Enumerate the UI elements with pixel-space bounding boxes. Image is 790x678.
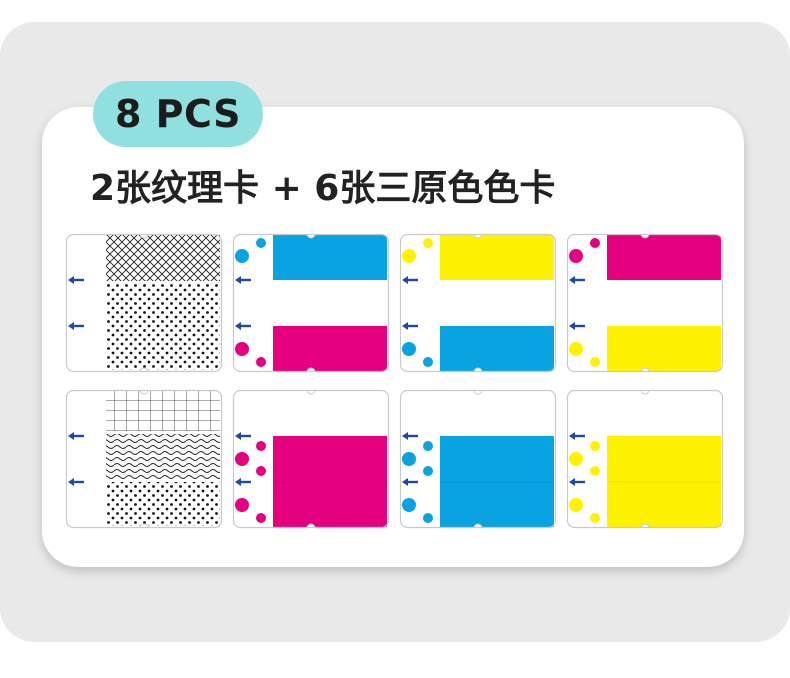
left-arrow-icon [68, 478, 84, 486]
color-dot-icon [256, 238, 266, 248]
left-arrow-icon [68, 432, 84, 440]
color-dot-icon [569, 342, 583, 356]
color-dot-icon [256, 466, 266, 476]
left-arrow-icon [235, 322, 251, 330]
color-dot-icon [569, 498, 583, 512]
solid-color-block [273, 436, 387, 527]
swatch-card-graphic [399, 233, 557, 373]
wave-texture [106, 434, 220, 480]
swatch-card-graphic [399, 389, 557, 529]
color-dot-icon [423, 357, 433, 367]
top-color-band [273, 235, 387, 280]
color-dot-icon [235, 498, 249, 512]
swatch-card-7 [399, 389, 557, 529]
color-dot-icon [590, 238, 600, 248]
headline: 2张纹理卡 + 6张三原色色卡 [90, 168, 556, 209]
color-dot-icon [235, 342, 249, 356]
dot-texture [106, 482, 220, 526]
left-arrow-icon [235, 276, 251, 284]
color-dot-icon [235, 249, 249, 263]
solid-color-block [440, 436, 554, 527]
color-dot-icon [569, 249, 583, 263]
left-arrow-icon [402, 478, 418, 486]
color-dot-icon [590, 441, 600, 451]
top-color-band [607, 235, 721, 280]
left-arrow-icon [569, 322, 585, 330]
swatch-card-graphic [232, 389, 390, 529]
left-arrow-icon [569, 478, 585, 486]
top-color-band [440, 235, 554, 280]
bottom-color-band [440, 326, 554, 371]
color-dot-icon [256, 513, 266, 523]
left-arrow-icon [402, 432, 418, 440]
swatch-card-2 [232, 233, 390, 373]
quantity-badge: 8 PCS [93, 81, 263, 147]
swatch-card-3 [399, 233, 557, 373]
swatch-card-graphic [65, 389, 223, 529]
swatch-card-graphic [566, 233, 724, 373]
swatch-card-graphic [232, 233, 390, 373]
color-dot-icon [402, 452, 416, 466]
swatch-card-graphic [65, 233, 223, 373]
left-arrow-icon [68, 276, 84, 284]
color-dot-icon [256, 357, 266, 367]
crosshatch-texture [106, 235, 220, 281]
quantity-badge-label: 8 PCS [115, 92, 241, 136]
color-dot-icon [402, 498, 416, 512]
bottom-color-band [607, 326, 721, 371]
grid-texture [106, 391, 220, 431]
left-arrow-icon [235, 478, 251, 486]
color-dot-icon [423, 238, 433, 248]
solid-color-block [607, 436, 721, 527]
left-arrow-icon [68, 322, 84, 330]
color-dot-icon [590, 466, 600, 476]
left-arrow-icon [402, 322, 418, 330]
color-dot-icon [402, 249, 416, 263]
left-arrow-icon [569, 432, 585, 440]
swatch-card-8 [566, 389, 724, 529]
swatch-card-graphic [566, 389, 724, 529]
color-dot-icon [590, 357, 600, 367]
swatch-card-4 [566, 233, 724, 373]
left-arrow-icon [235, 432, 251, 440]
color-dot-icon [235, 452, 249, 466]
color-dot-icon [402, 342, 416, 356]
bottom-color-band [273, 326, 387, 371]
swatch-card-1 [65, 233, 223, 373]
left-arrow-icon [402, 276, 418, 284]
dot-texture [106, 284, 220, 370]
color-dot-icon [423, 441, 433, 451]
color-dot-icon [569, 452, 583, 466]
left-arrow-icon [569, 276, 585, 284]
color-dot-icon [423, 513, 433, 523]
color-dot-icon [423, 466, 433, 476]
swatch-card-6 [232, 389, 390, 529]
color-dot-icon [256, 441, 266, 451]
color-dot-icon [590, 513, 600, 523]
swatch-card-5 [65, 389, 223, 529]
